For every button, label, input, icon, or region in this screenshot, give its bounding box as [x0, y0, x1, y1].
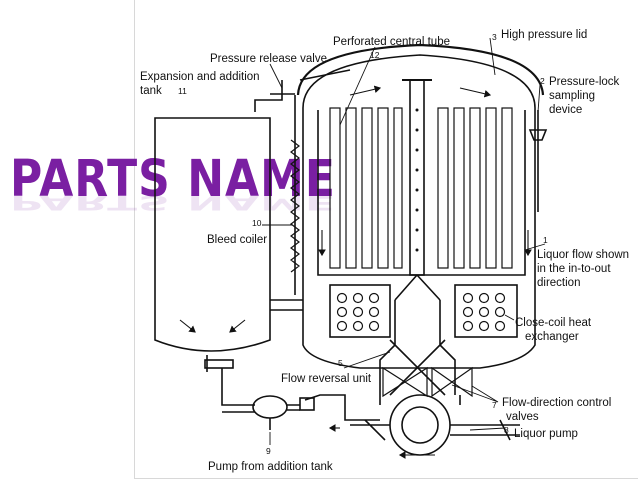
label-pressure-lock-3: device: [549, 104, 582, 116]
label-pressure-lock-2: sampling: [549, 90, 595, 102]
num-liquor-flow: 1: [543, 235, 548, 245]
pressure-lock-sampling-device: [528, 110, 548, 212]
label-flow-direction-2: valves: [506, 411, 539, 423]
label-pressure-lock-1: Pressure-lock: [549, 76, 620, 88]
heat-exchanger-left: [329, 284, 391, 338]
label-expansion-tank-2: tank: [140, 85, 162, 97]
num-flow-reversal: 5: [338, 358, 343, 368]
label-bleed-coiler: Bleed coiler: [207, 234, 267, 246]
perforation-dots: [415, 108, 419, 252]
num-tank: 11: [178, 86, 187, 96]
flow-direction-valves: [382, 366, 473, 398]
spindles-right: [437, 107, 513, 269]
leader-lines: [262, 37, 546, 445]
label-liquor-flow-2: in the in-to-out: [537, 263, 611, 275]
addition-pipe: [221, 368, 255, 413]
num-flow-direction: 7: [492, 400, 497, 410]
num-liquor-pump: 8: [504, 425, 509, 435]
num-perforated: 12: [370, 50, 380, 60]
label-close-coil-2: exchanger: [525, 331, 579, 343]
expansion-tank: [154, 117, 271, 352]
label-flow-direction-1: Flow-direction control: [502, 397, 611, 409]
pressure-vessel: [302, 54, 536, 369]
high-pressure-lid: [296, 43, 545, 96]
label-liquor-pump: Liquor pump: [514, 428, 578, 440]
label-close-coil-1: Close-coil heat: [515, 317, 592, 329]
label-liquor-flow-3: direction: [537, 277, 580, 289]
label-flow-reversal: Flow reversal unit: [281, 373, 372, 385]
spindles-left: [329, 107, 403, 269]
num-bleed: 10: [252, 218, 262, 228]
flow-reversal-unit: [379, 300, 456, 396]
label-liquor-flow-1: Liquor flow shown: [537, 249, 629, 261]
label-expansion-tank-1: Expansion and addition: [140, 71, 260, 83]
num-lid: 3: [492, 32, 497, 42]
label-pump-addition: Pump from addition tank: [208, 461, 333, 473]
slide-title: PARTS NAME: [10, 150, 336, 209]
pressure-release-pipe: [254, 69, 351, 112]
addition-pump: [252, 395, 288, 419]
label-high-pressure-lid: High pressure lid: [501, 29, 587, 41]
label-perforated-central-tube: Perforated central tube: [333, 36, 450, 48]
flow-arrows: [179, 85, 532, 459]
num-pressure-lock: 2: [540, 76, 545, 86]
num-pump-addition: 9: [266, 446, 271, 456]
label-pressure-release-valve: Pressure release valve: [210, 53, 327, 65]
heat-exchanger-right: [454, 284, 518, 338]
liquor-pump: [389, 394, 451, 456]
inner-basket: [317, 110, 526, 276]
